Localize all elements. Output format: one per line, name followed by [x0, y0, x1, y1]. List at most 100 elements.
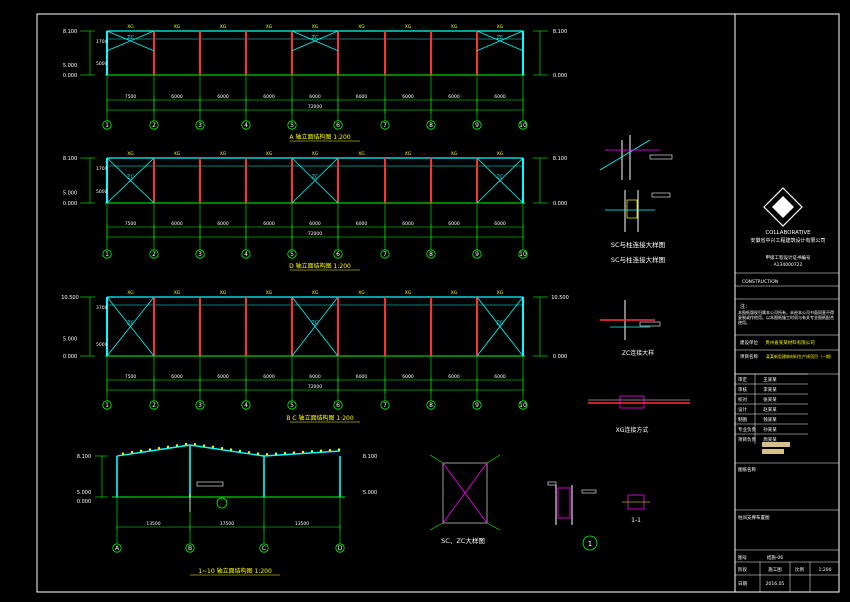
span-dim: 6000: [171, 94, 183, 100]
xg-label: XG: [451, 24, 458, 30]
section-elev-top: 8.100: [77, 454, 91, 460]
detail-title-sc: SC与柱连接大样图: [611, 240, 665, 249]
grid-label: 6: [336, 402, 340, 409]
span-dim: 6000: [309, 221, 321, 227]
grid-label: 4: [244, 402, 248, 409]
elevation-low-label-right: 0.000: [553, 201, 567, 207]
scale-value: 1:200: [819, 567, 832, 573]
detail-label-box: [547, 481, 557, 486]
grid-label: 2: [152, 402, 156, 409]
xg-label: XG: [127, 24, 134, 30]
span-dim: 6000: [448, 374, 460, 380]
detail-label-box: [651, 192, 671, 198]
date-value: 2016.05: [766, 581, 785, 587]
span-dim: 6000: [171, 374, 183, 380]
height-dim: 1700: [96, 39, 108, 45]
grid-label: 4: [244, 251, 248, 258]
xg-label: XG: [312, 24, 319, 30]
purlin-marker: [193, 443, 197, 446]
grid-label: 3: [198, 402, 202, 409]
grid-label: 6: [336, 122, 340, 129]
grid-bubble: [102, 249, 112, 259]
sign-role: 项目负责: [738, 436, 756, 443]
xg-label: XG: [266, 151, 273, 157]
section-elev-mid-right: 5.000: [363, 490, 377, 496]
elevation-top-label: 8.100: [63, 29, 77, 35]
grid-label: 2: [152, 122, 156, 129]
notes-container: 本图纸版权归属本公司所有，未经本公司书面同意不得复制或作他用。以本图纸施工时须与…: [738, 310, 834, 325]
drawing-name-label: 图纸名称: [738, 466, 756, 473]
elevation-low-label-right: 0.000: [553, 354, 567, 360]
zc-label: ZC: [497, 35, 504, 41]
grid-bubble: [472, 400, 482, 410]
xg-label: XG: [405, 290, 412, 296]
purlin-marker: [274, 452, 278, 455]
span-dim: 6000: [402, 374, 414, 380]
span-dim: 6000: [356, 221, 368, 227]
grid-bubble: [380, 120, 390, 130]
title-block: COLLABORATIVE安徽省中兴工程建筑设计有限公司甲级工程设计证书编号A1…: [735, 187, 839, 592]
grid-bubble: [426, 249, 436, 259]
grid-bubble: [241, 249, 251, 259]
grid-label: 3: [198, 122, 202, 129]
span-dim: 6000: [217, 94, 229, 100]
detail-title-sc2: SC与柱连接大样图: [611, 255, 665, 264]
zc-label: ZC: [312, 35, 319, 41]
total-dim: 72000: [308, 231, 322, 237]
rafter: [263, 450, 341, 457]
grid-bubble: [380, 400, 390, 410]
xg-connector: [619, 395, 645, 409]
xg-label: XG: [312, 290, 319, 296]
xg-label: XG: [220, 24, 227, 30]
purlin-marker: [166, 445, 170, 449]
purlin-marker: [175, 444, 179, 447]
purlin-marker: [256, 452, 260, 455]
brace-diagonal: [291, 157, 339, 204]
section-title: 1~10 轴立面结构图 1:200: [198, 567, 272, 575]
purlin-marker: [229, 448, 233, 451]
logo-diamond-icon: [763, 187, 803, 227]
purlin-marker: [211, 445, 215, 449]
span-dim: 6000: [448, 221, 460, 227]
sign-role: 制图: [738, 416, 747, 423]
xg-label: XG: [497, 290, 504, 296]
grid-label: D: [338, 545, 343, 552]
sign-role: 设计: [738, 406, 747, 413]
grid-bubble: [112, 543, 122, 553]
section-elev-top-right: 8.100: [363, 454, 377, 460]
detail-label-box: [649, 154, 673, 160]
height-dim: 3700: [96, 305, 108, 311]
span-dim: 6000: [309, 94, 321, 100]
grid-bubble: [333, 249, 343, 259]
detail-title-sczc: SC、ZC大样图: [441, 536, 485, 545]
elevations-group: ZC ZC ZC XG XG XG XG XG XG XG XG XG 8.100 0.000 5.000 1…: [61, 24, 569, 423]
grid-bubble: [195, 249, 205, 259]
purlin-marker: [121, 452, 125, 455]
notes-label: 注：: [740, 303, 750, 310]
detail-title-xg: XG连接方式: [616, 426, 649, 434]
detail-title-zc: ZC连接大样: [622, 349, 654, 357]
brace-diagonal: [291, 296, 339, 357]
zc-label: ZC: [127, 175, 134, 181]
grid-bubble: [426, 400, 436, 410]
xg-label: XG: [174, 24, 181, 30]
grid-bubble: [287, 120, 297, 130]
grid-bubble: [518, 400, 528, 410]
purlin-marker: [328, 448, 332, 452]
grid-bubble: [333, 120, 343, 130]
elevation-top-label: 8.100: [63, 156, 77, 162]
company-cn: 安徽省中兴工程建筑设计有限公司: [750, 237, 825, 244]
drawing-no-label: 图号: [738, 555, 747, 561]
purlin-marker: [139, 449, 143, 453]
sign-name: 孙某某: [763, 426, 777, 433]
xg-label: XG: [127, 290, 134, 296]
xg-label: XG: [497, 151, 504, 157]
scale-label: 比例: [795, 566, 804, 573]
elevation-mid-label: 5.000: [63, 63, 77, 69]
span-dim: 6000: [309, 374, 321, 380]
sczc-leader: [486, 454, 501, 464]
sign-name: 钱某某: [763, 416, 777, 423]
xg-label: XG: [358, 151, 365, 157]
annotation-box: [196, 481, 224, 487]
